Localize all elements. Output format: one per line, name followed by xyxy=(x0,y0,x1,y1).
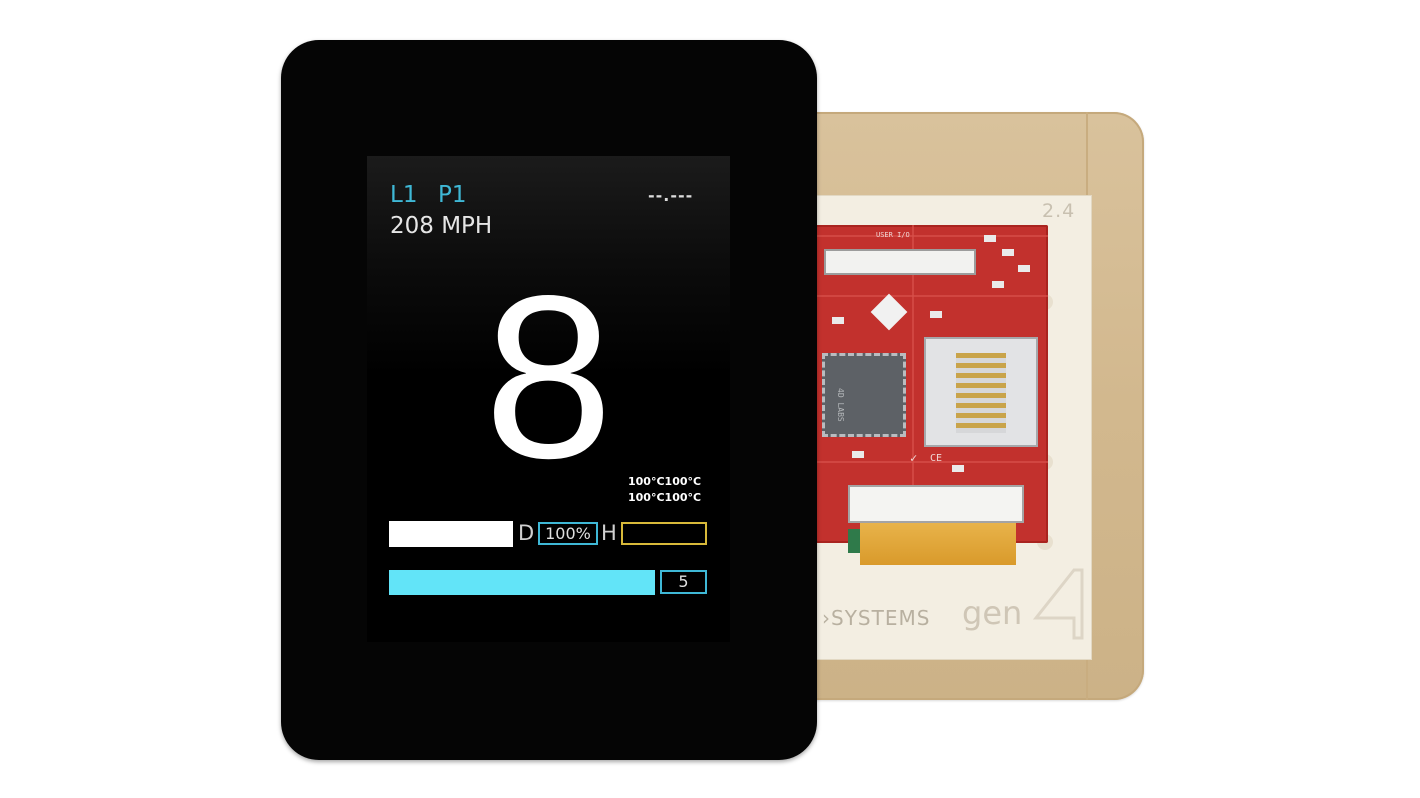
smd-component xyxy=(984,235,996,242)
smd-component xyxy=(992,281,1004,288)
h-value-box xyxy=(621,522,707,545)
check-mark-icon: ✓ xyxy=(910,451,918,465)
pcb-trace xyxy=(812,295,1048,297)
pcb-trace xyxy=(812,235,1048,237)
smd-component xyxy=(1002,249,1014,256)
gen-four-mark-icon xyxy=(1032,568,1084,640)
ribbon-socket xyxy=(848,485,1024,523)
d-label: D xyxy=(518,521,535,545)
smd-component xyxy=(832,317,844,324)
smd-component xyxy=(1018,265,1030,272)
brand-text: SYSTEMS xyxy=(831,606,931,630)
progress-bar xyxy=(389,570,655,595)
microsd-pins xyxy=(956,353,1006,433)
chip-label: 4D LABS xyxy=(836,388,845,422)
top-connector xyxy=(824,249,976,275)
temperature-line-1: 100°C100°C xyxy=(628,475,702,488)
smd-component xyxy=(930,311,942,318)
ribbon-gold-cable xyxy=(860,523,1016,565)
brand-label: ›SYSTEMS xyxy=(822,606,930,630)
brand-chevron-icon: › xyxy=(822,606,831,630)
series-label: gen xyxy=(962,594,1023,632)
pcb-silkscreen: USER I/O xyxy=(876,231,910,239)
speed-readout: 208 MPH xyxy=(390,213,493,239)
smd-component xyxy=(952,465,964,472)
ribbon-green-edge xyxy=(848,529,860,553)
lap-label: L1 xyxy=(390,182,418,208)
lap-time: --.--- xyxy=(648,186,694,205)
progress-value-box: 5 xyxy=(660,570,707,594)
position-label: P1 xyxy=(438,182,467,208)
pcb-trace xyxy=(912,225,914,543)
h-label: H xyxy=(601,521,617,545)
temperature-line-2: 100°C100°C xyxy=(628,491,702,504)
progress-bar-fill xyxy=(389,570,655,595)
processor-chip: 4D LABS xyxy=(822,353,906,437)
board-logo-icon xyxy=(870,293,908,331)
lcd-screen xyxy=(367,156,730,642)
d-value-box: 100% xyxy=(538,522,598,545)
smd-component xyxy=(852,451,864,458)
ribbon-connector xyxy=(820,485,1030,565)
microsd-slot xyxy=(924,337,1038,447)
ce-mark-icon: CE xyxy=(930,453,943,464)
gear-indicator: 8 xyxy=(483,248,614,507)
pcb-trace xyxy=(812,461,1048,463)
white-bar xyxy=(389,521,513,547)
version-label: 2.4 xyxy=(1042,200,1076,222)
